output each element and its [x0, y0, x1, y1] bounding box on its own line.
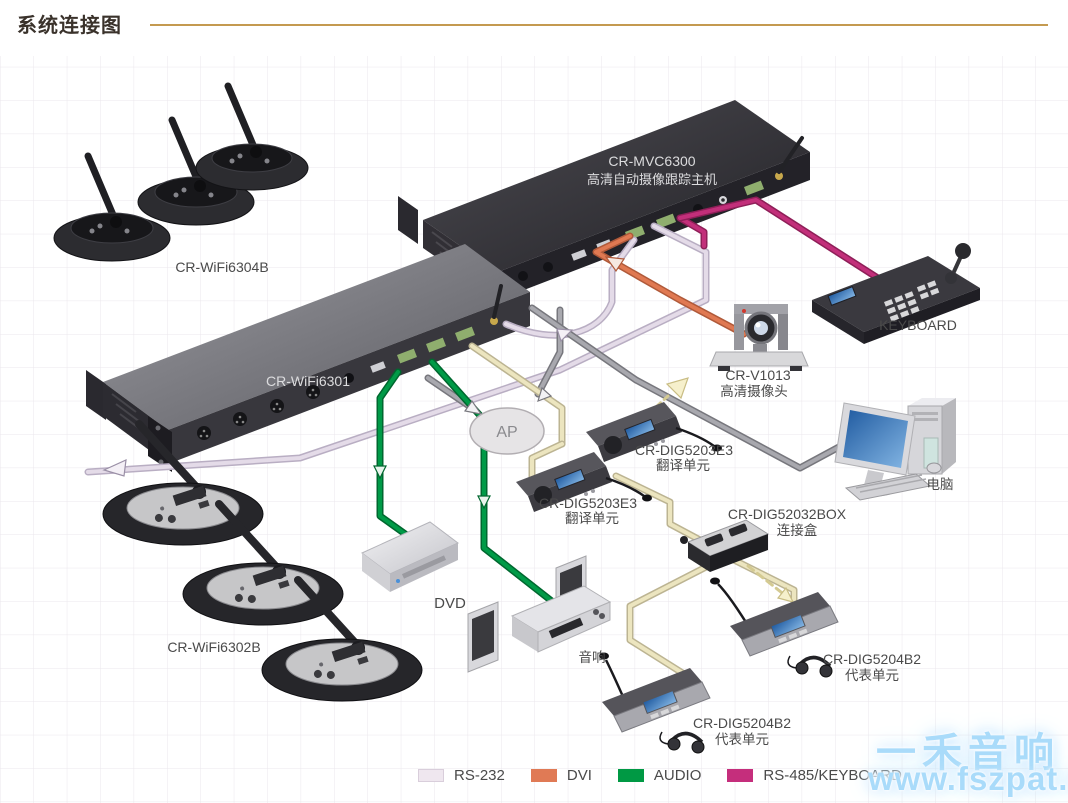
keyboard-controller — [812, 243, 980, 344]
legend-swatch-rs485 — [727, 769, 754, 782]
label-wifi6301: CR-WiFi6301 — [266, 373, 350, 389]
label-dig5203e3-upper: CR-DIG5203E3 — [635, 442, 733, 458]
cable-rs232-long — [84, 222, 710, 476]
watermark-brand: 一禾音响 — [876, 731, 1060, 775]
cr-wifi6304b-mics — [53, 82, 309, 262]
label-dvd: DVD — [434, 595, 466, 612]
label-wifi6302b: CR-WiFi6302B — [167, 639, 260, 655]
label-mvc6300: CR-MVC6300 — [608, 153, 695, 169]
label-dig5203e3-lower: CR-DIG5203E3 — [539, 495, 637, 511]
speaker-system — [467, 555, 612, 673]
mouse-icon — [926, 462, 942, 474]
legend-item-rs485: RS-485/KEYBOARD — [727, 767, 902, 784]
label-wifi6304b: CR-WiFi6304B — [175, 259, 268, 275]
legend-swatch-dvi — [530, 769, 557, 782]
ap-node — [469, 407, 545, 455]
wifi6301-antenna-icon — [492, 284, 503, 319]
title-rule — [150, 24, 1048, 26]
gooseneck-mic-icon — [605, 476, 645, 498]
desktop-mic-icon — [182, 500, 344, 626]
label-mvc6300-sub: 高清自动摄像跟踪主机 — [587, 172, 717, 187]
legend-label-audio: AUDIO — [653, 767, 702, 784]
wireless-mic-icon — [137, 116, 255, 226]
legend-label-rs485: RS-485/KEYBOARD — [763, 767, 902, 784]
mvc6300-antenna-icon — [777, 136, 804, 174]
cr-dig5203e3-upper — [586, 402, 722, 462]
label-dig5204b2-upper-sub: 代表单元 — [845, 668, 899, 683]
label-v1013: CR-V1013 — [725, 367, 791, 383]
legend-item-dvi: DVI — [530, 767, 592, 784]
legend-swatch-audio — [617, 769, 644, 782]
desktop-mic-icon — [261, 576, 423, 702]
label-v1013-sub: 高清摄像头 — [720, 383, 788, 399]
wireless-mic-icon — [195, 82, 309, 191]
cr-dig5204b2-upper — [710, 577, 839, 678]
headphones-icon — [787, 655, 833, 678]
cr-dig5204b2-lower — [599, 652, 711, 754]
label-dig5204b2-lower: CR-DIG5204B2 — [693, 715, 791, 731]
label-dig5204b2-upper: CR-DIG5204B2 — [823, 651, 921, 667]
label-dig5203e3-lower-sub: 翻译单元 — [565, 511, 619, 526]
page-title: 系统连接图 — [17, 15, 122, 37]
label-dig5203e3-upper-sub: 翻译单元 — [656, 458, 710, 473]
label-ap: AP — [496, 424, 517, 441]
legend-item-audio: AUDIO — [617, 767, 702, 784]
cr-v1013-camera — [709, 304, 809, 371]
label-speakers: 音响 — [579, 649, 606, 665]
wireless-mic-icon — [53, 152, 171, 262]
label-dig52032box-sub: 连接盒 — [777, 522, 818, 538]
gooseneck-mic-icon — [675, 426, 715, 448]
cable-audio-dvd — [376, 368, 412, 540]
legend-label-rs232: RS-232 — [454, 767, 505, 784]
cable-arrowheads — [102, 256, 795, 603]
wifi6301-xlr-ports — [197, 326, 476, 440]
cr-dig5203e3-lower — [516, 452, 652, 512]
label-computer: 电脑 — [927, 477, 954, 492]
cable-dvi-camera — [592, 232, 748, 338]
cable-legend: RS-232 DVI AUDIO RS-485/KEYBOARD — [418, 767, 928, 784]
cr-dig52032box-unit — [680, 519, 770, 572]
label-keyboard: KEYBOARD — [879, 317, 957, 333]
cr-wifi6302b-mics — [102, 420, 423, 702]
desktop-mic-icon — [102, 420, 264, 546]
legend-item-rs232: RS-232 — [418, 767, 505, 784]
watermark-url: www.fszpat.com — [868, 760, 1068, 797]
cable-rs485-keyboard — [676, 196, 888, 286]
computer-workstation — [834, 398, 956, 501]
legend-swatch-rs232 — [418, 769, 444, 782]
dvd-player — [361, 521, 459, 592]
cable-rs232-host-link — [502, 236, 638, 339]
label-dig52032box: CR-DIG52032BOX — [728, 506, 847, 522]
legend-label-dvi: DVI — [566, 767, 592, 784]
headphones-icon — [659, 731, 705, 754]
label-dig5204b2-lower-sub: 代表单元 — [715, 732, 769, 747]
